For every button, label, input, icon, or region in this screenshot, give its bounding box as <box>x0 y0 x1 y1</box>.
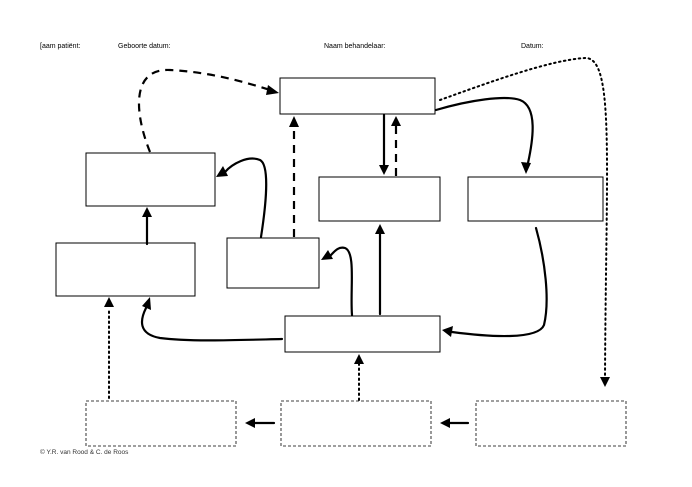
curve-top-to-right-box <box>434 96 534 165</box>
curve-right-to-hub-arrowhead <box>442 326 453 337</box>
line-bottom-right-to-bottom-middle-arrowhead <box>440 418 450 428</box>
dotted-curve-arrowhead <box>600 377 610 387</box>
top-center-box[interactable] <box>279 77 436 115</box>
dotted-bottom-middle-arrowhead <box>354 354 364 364</box>
bottom-middle-box[interactable] <box>280 400 432 447</box>
curve-small-to-upper-left-arrowhead <box>216 166 228 177</box>
dashed-loop-arrowhead <box>266 85 279 95</box>
dashed-small-to-top-arrowhead <box>289 116 299 127</box>
left-box[interactable] <box>55 242 196 297</box>
line-bottom-middle-to-bottom-left-arrowhead <box>245 418 255 428</box>
center-box[interactable] <box>318 176 441 222</box>
bottom-right-box[interactable] <box>475 400 627 447</box>
curve-right-to-hub <box>450 226 548 338</box>
therapist-name-label: Naam behandelaar: <box>324 43 386 50</box>
upper-left-box[interactable] <box>85 152 216 207</box>
copyright-text: © Y.R. van Rood & C. de Roos <box>40 449 129 456</box>
small-center-box[interactable] <box>226 237 320 289</box>
right-box[interactable] <box>467 176 604 222</box>
dashed-center-to-top-arrowhead <box>391 116 401 126</box>
curve-hub-to-small <box>328 246 354 317</box>
patient-name-label: [aam patiënt: <box>40 43 81 50</box>
curve-hub-to-left-arrowhead <box>142 297 151 310</box>
birthdate-label: Geboorte datum: <box>118 43 171 50</box>
date-label: Datum: <box>521 43 544 50</box>
curve-small-to-upper-left <box>223 157 268 239</box>
line-left-to-upper-left-arrowhead <box>142 207 152 217</box>
bottom-left-box[interactable] <box>85 400 237 447</box>
curve-top-to-right-arrowhead <box>521 162 531 174</box>
line-top-to-center-arrowhead <box>379 165 389 175</box>
bottom-hub-box[interactable] <box>284 315 441 353</box>
dotted-bottom-left-arrowhead <box>104 297 114 307</box>
dashed-loop-upper-left-to-top <box>137 68 271 153</box>
dotted-curve-top-to-bottom-right <box>439 56 609 379</box>
curve-hub-to-small-arrowhead <box>321 250 333 260</box>
curve-hub-to-left <box>140 306 284 342</box>
line-hub-to-center-arrowhead <box>375 224 385 234</box>
